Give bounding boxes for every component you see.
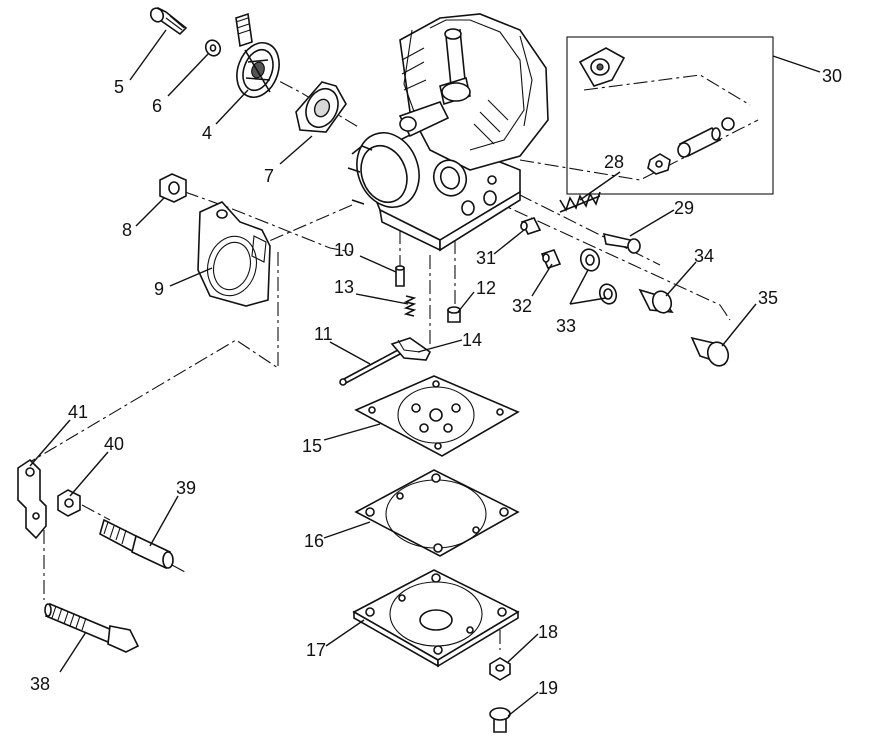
part-35-needle-screw [690, 336, 730, 367]
part-32-screw [540, 249, 562, 269]
part-28-spring [559, 191, 601, 213]
part-15-gasket [354, 375, 520, 457]
part-39-screw [99, 518, 174, 570]
part-41-lever [17, 458, 47, 540]
label-19: 19 [538, 678, 558, 698]
part-30-throttle-assembly [578, 47, 735, 175]
label-5: 5 [114, 77, 124, 97]
label-29: 29 [674, 198, 694, 218]
label-10: 10 [334, 240, 354, 260]
label-9: 9 [154, 279, 164, 299]
part-40-nut [57, 489, 81, 517]
part-19-screw [489, 707, 511, 733]
part-33-washers [579, 248, 618, 305]
part-38-screw [44, 602, 140, 653]
part-13-spring [403, 295, 417, 317]
part-11-shaft [339, 349, 401, 386]
label-13: 13 [334, 277, 354, 297]
label-32: 32 [512, 296, 532, 316]
part-14-lever [390, 337, 432, 361]
label-15: 15 [302, 436, 322, 456]
part-4-inlet-cover [235, 12, 280, 98]
part-16-gasket [354, 469, 520, 557]
label-38: 38 [30, 674, 50, 694]
label-33: 33 [556, 316, 576, 336]
label-11: 11 [314, 324, 333, 344]
part-8-block [159, 173, 187, 203]
label-14: 14 [462, 330, 482, 350]
part-10-pin [395, 265, 405, 287]
part-30-box [566, 36, 774, 195]
label-12: 12 [476, 278, 496, 298]
part-12-screw [447, 306, 461, 323]
label-28: 28 [604, 152, 624, 172]
part-7-diaphragm [295, 81, 347, 133]
part-29-screw [602, 232, 641, 254]
part-labels: 5 6 4 7 8 9 10 13 12 11 14 15 16 17 18 1… [30, 66, 842, 698]
label-16: 16 [304, 531, 324, 551]
label-35: 35 [758, 288, 778, 308]
label-34: 34 [694, 246, 714, 266]
part-17-cover [352, 569, 520, 668]
label-39: 39 [176, 478, 196, 498]
part-5-screw [149, 7, 188, 36]
part-18-nut [489, 657, 511, 681]
carburetor-body [347, 13, 549, 252]
label-4: 4 [202, 123, 212, 143]
label-6: 6 [152, 96, 162, 116]
label-17: 17 [306, 640, 326, 660]
part-9-bracket [197, 201, 271, 307]
label-8: 8 [122, 220, 132, 240]
part-31-screw [520, 217, 542, 235]
label-40: 40 [104, 434, 124, 454]
label-18: 18 [538, 622, 558, 642]
leader-lines [29, 29, 821, 717]
part-34-needle-screw [638, 288, 674, 314]
label-7: 7 [264, 166, 274, 186]
label-30: 30 [822, 66, 842, 86]
label-31: 31 [476, 248, 496, 268]
part-6-washer [204, 39, 222, 57]
label-41: 41 [68, 402, 88, 422]
